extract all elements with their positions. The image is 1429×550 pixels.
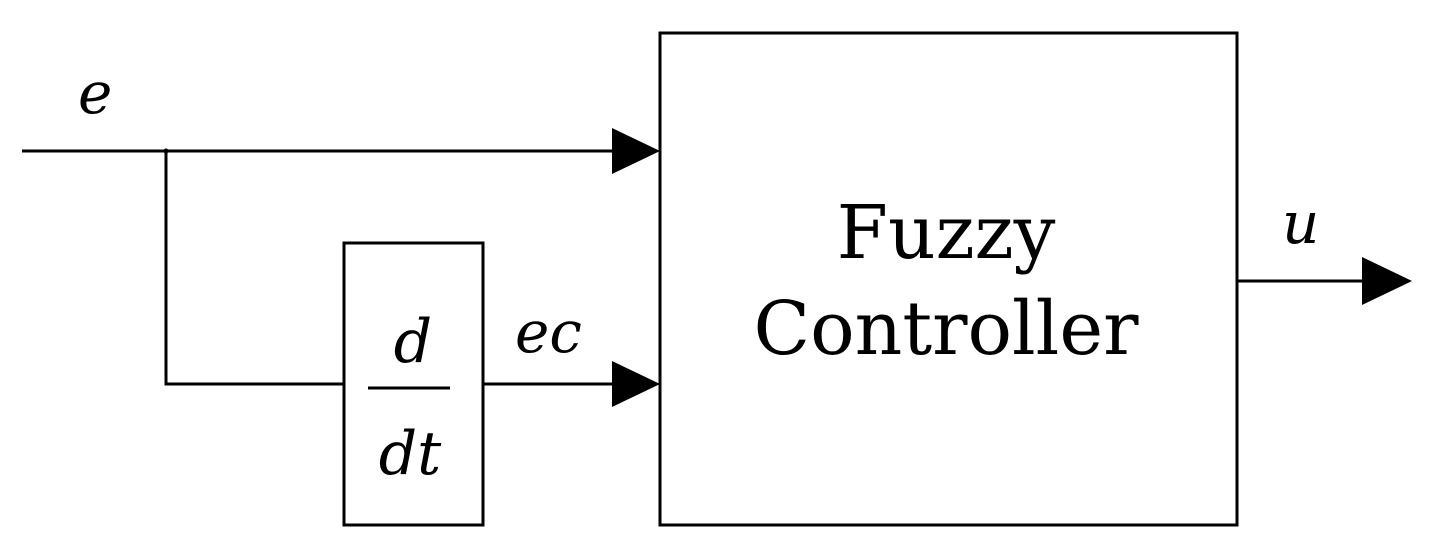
derivative-numerator: d (394, 307, 432, 377)
controller-title-line2: Controller (754, 286, 1140, 372)
ec-signal-label: ec (515, 298, 582, 366)
output-signal-label: u (1282, 189, 1319, 257)
branch-wire (164, 151, 344, 386)
derivative-denominator: dt (379, 419, 442, 489)
output-arrowhead (1362, 257, 1412, 305)
branch-junction (163, 148, 169, 154)
input-signal-label: e (78, 59, 112, 127)
input-arrowhead (612, 128, 660, 174)
controller-title-line1: Fuzzy (837, 190, 1056, 276)
fuzzy-controller-block (658, 31, 1239, 527)
ec-arrowhead (612, 361, 660, 407)
